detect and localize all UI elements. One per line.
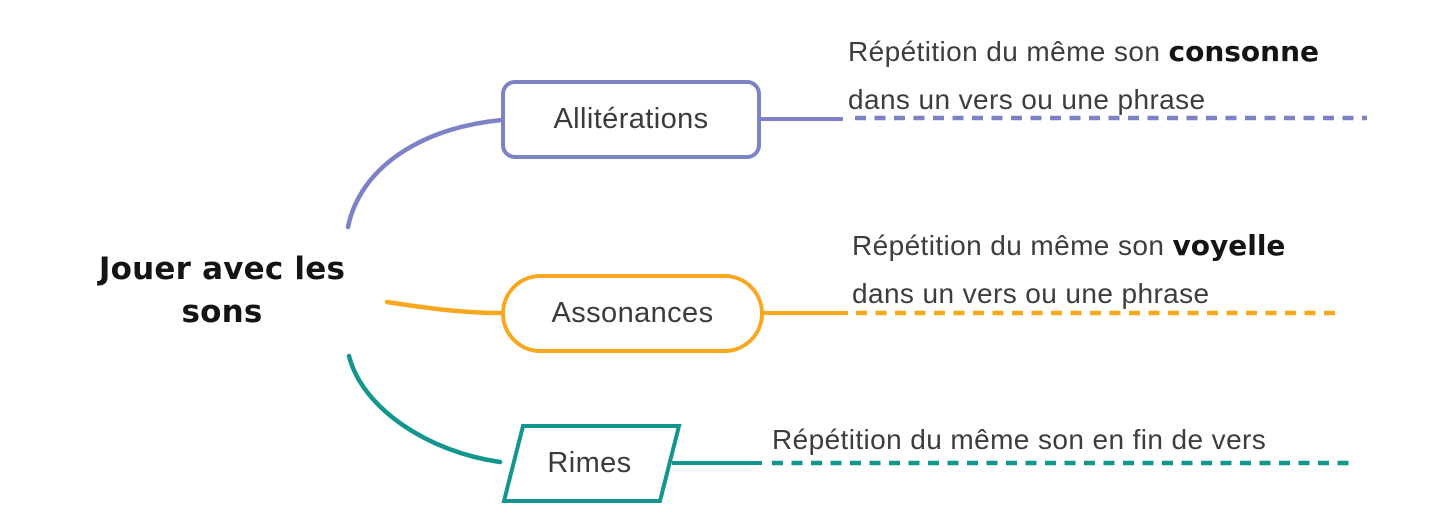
description-assonances-line2: dans un vers ou une phrase bbox=[852, 278, 1210, 309]
description-assonances-prefix: Répétition du même son bbox=[852, 230, 1173, 261]
root-title-line1: Jouer avec les bbox=[98, 251, 346, 287]
node-shape-assonances[interactable] bbox=[501, 274, 764, 353]
root-node-title[interactable]: Jouer avec les sons bbox=[90, 248, 354, 334]
description-alliterations-line1: Répétition du même son consonne bbox=[848, 28, 1319, 76]
description-rimes-line1: Répétition du même son en fin de vers bbox=[772, 424, 1267, 455]
node-label-rimes[interactable]: Rimes bbox=[547, 447, 632, 479]
node-label-assonances[interactable]: Assonances bbox=[551, 297, 714, 329]
description-assonances: Répétition du même son voyelle dans un v… bbox=[852, 222, 1285, 318]
node-shape-rimes[interactable] bbox=[501, 424, 682, 503]
branch-curve-rimes bbox=[346, 353, 503, 465]
description-alliterations-keyword: consonne bbox=[1168, 35, 1320, 68]
branch-curve-assonances bbox=[384, 299, 506, 316]
description-alliterations: Répétition du même son consonne dans un … bbox=[848, 28, 1319, 124]
description-assonances-line1: Répétition du même son voyelle bbox=[852, 222, 1285, 270]
branch-curve-alliterations bbox=[345, 117, 505, 230]
node-shape-alliterations[interactable] bbox=[501, 80, 761, 159]
description-rimes: Répétition du même son en fin de vers bbox=[772, 416, 1266, 464]
node-label-alliterations[interactable]: Allitérations bbox=[553, 103, 709, 135]
root-title-line2: sons bbox=[181, 294, 263, 330]
description-assonances-keyword: voyelle bbox=[1172, 229, 1286, 262]
description-alliterations-prefix: Répétition du même son bbox=[848, 36, 1169, 67]
description-alliterations-line2: dans un vers ou une phrase bbox=[848, 84, 1206, 115]
